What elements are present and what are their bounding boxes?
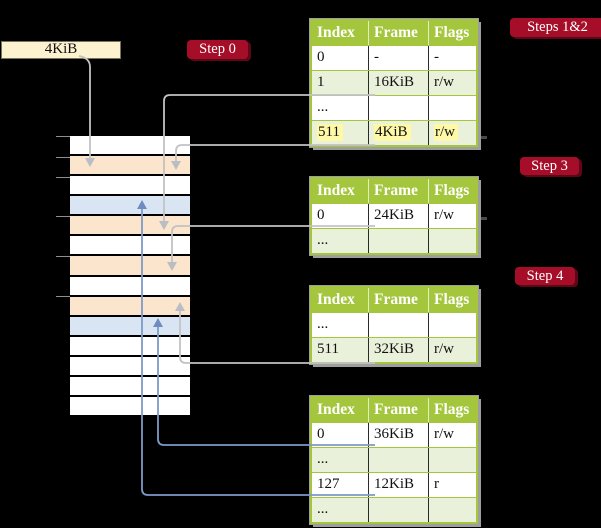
- table-row: ...: [312, 497, 476, 522]
- col-header-frame: Frame: [368, 288, 428, 312]
- table-row: ...: [312, 447, 476, 472]
- table-header-row: Index Frame Flags: [312, 288, 476, 312]
- cell-frame: 16KiB: [368, 71, 428, 95]
- cell-index: 1: [317, 74, 325, 90]
- cell-frame: [368, 313, 428, 337]
- cell-index: 511: [312, 121, 368, 145]
- table-row: 127 12KiB r: [312, 472, 476, 497]
- memory-frame-row: [70, 276, 190, 297]
- table-row: ...: [312, 228, 476, 253]
- cell-frame: 12KiB: [368, 473, 428, 497]
- table-row: 511 32KiB r/w: [312, 337, 476, 362]
- cell-index: ...: [317, 232, 329, 248]
- cell-frame: -: [368, 46, 428, 70]
- col-header-index: Index: [317, 24, 355, 41]
- memory-frame-row: [70, 356, 190, 377]
- col-header-flags: Flags: [428, 179, 476, 203]
- cell-frame: [368, 448, 428, 472]
- col-header-flags: Flags: [428, 398, 476, 422]
- table-row-highlighted: 511 4KiB r/w: [312, 120, 476, 145]
- memory-frame-row: [70, 336, 190, 357]
- cell-frame: [368, 229, 428, 253]
- badge-step-3: Step 3: [520, 157, 579, 175]
- col-header-index: Index: [317, 401, 355, 418]
- memory-tick: [56, 256, 70, 257]
- cell-index: 0: [317, 207, 325, 223]
- col-header-frame: Frame: [368, 179, 428, 203]
- badge-step-4: Step 4: [515, 267, 575, 285]
- col-header-frame: Frame: [368, 21, 428, 45]
- col-header-index: Index: [317, 182, 355, 199]
- cell-flags: [428, 498, 476, 522]
- memory-tick: [56, 296, 70, 297]
- table-header-row: Index Frame Flags: [312, 21, 476, 45]
- physical-memory-column: [70, 136, 190, 418]
- cell-frame: 4KiB: [368, 121, 428, 145]
- memory-tick: [56, 135, 70, 137]
- table-row: ...: [312, 95, 476, 120]
- cell-flags: r/w: [428, 423, 476, 447]
- cell-index: 0: [317, 426, 325, 442]
- cell-flags: r: [428, 473, 476, 497]
- page-size-legend-box: 4KiB: [1, 41, 121, 59]
- memory-frame-row: [70, 296, 190, 317]
- cell-flags: r/w: [428, 71, 476, 95]
- connector-line: [175, 144, 375, 161]
- table-row: 0 36KiB r/w: [312, 422, 476, 447]
- page-table-step-4-lower: Index Frame Flags 0 36KiB r/w ... 127 12…: [310, 396, 478, 524]
- cell-frame: 32KiB: [368, 338, 428, 362]
- col-header-flags: Flags: [428, 288, 476, 312]
- memory-tick: [56, 156, 70, 158]
- table-row: ...: [312, 312, 476, 337]
- connector-pt1-entry511-to-frame-4kib: [171, 144, 375, 170]
- page-table-steps-1-2: Index Frame Flags 0 - - 1 16KiB r/w ... …: [310, 19, 478, 147]
- memory-frame-row: [70, 156, 190, 177]
- row-marker-dash: [481, 216, 487, 220]
- memory-frame-row: [70, 376, 190, 398]
- row-marker-dash: [481, 135, 487, 139]
- page-table-step-4-upper: Index Frame Flags ... 511 32KiB r/w: [310, 286, 478, 364]
- cell-frame: [368, 96, 428, 120]
- cell-flags: [428, 448, 476, 472]
- col-header-index: Index: [317, 291, 355, 308]
- cell-frame: 24KiB: [368, 204, 428, 228]
- cell-frame: 36KiB: [368, 423, 428, 447]
- cell-flags: r/w: [428, 204, 476, 228]
- cell-flags: [428, 313, 476, 337]
- col-header-flags: Flags: [428, 21, 476, 45]
- cell-flags: r/w: [428, 338, 476, 362]
- table-header-row: Index Frame Flags: [312, 179, 476, 203]
- cell-index: 511: [317, 341, 339, 357]
- table-row: 0 - -: [312, 45, 476, 70]
- table-header-row: Index Frame Flags: [312, 398, 476, 422]
- cell-flags: [428, 96, 476, 120]
- col-header-frame: Frame: [368, 398, 428, 422]
- memory-frame-row: [70, 216, 190, 237]
- memory-frame-row: [70, 176, 190, 197]
- cell-flags: [428, 229, 476, 253]
- memory-frame-row: [70, 256, 190, 277]
- cell-flags: -: [428, 46, 476, 70]
- memory-frame-row: [70, 316, 190, 337]
- memory-frame-row: [70, 136, 190, 157]
- memory-frame-row: [70, 196, 190, 217]
- memory-tick: [56, 216, 70, 217]
- cell-index: 127: [317, 476, 340, 492]
- cell-index: ...: [317, 99, 329, 115]
- badge-steps-1-2: Steps 1&2: [510, 18, 601, 37]
- cell-index: ...: [317, 451, 329, 467]
- cell-index: ...: [317, 501, 329, 517]
- cell-frame: [368, 498, 428, 522]
- memory-tick: [56, 177, 70, 178]
- cell-index: ...: [317, 316, 329, 332]
- table-row: 0 24KiB r/w: [312, 203, 476, 228]
- badge-step-0: Step 0: [187, 40, 248, 59]
- cell-flags: r/w: [428, 121, 476, 145]
- memory-frame-row: [70, 397, 190, 418]
- table-row: 1 16KiB r/w: [312, 70, 476, 95]
- page-table-step-3: Index Frame Flags 0 24KiB r/w ...: [310, 177, 478, 255]
- cell-index: 0: [317, 49, 325, 65]
- memory-frame-row: [70, 236, 190, 257]
